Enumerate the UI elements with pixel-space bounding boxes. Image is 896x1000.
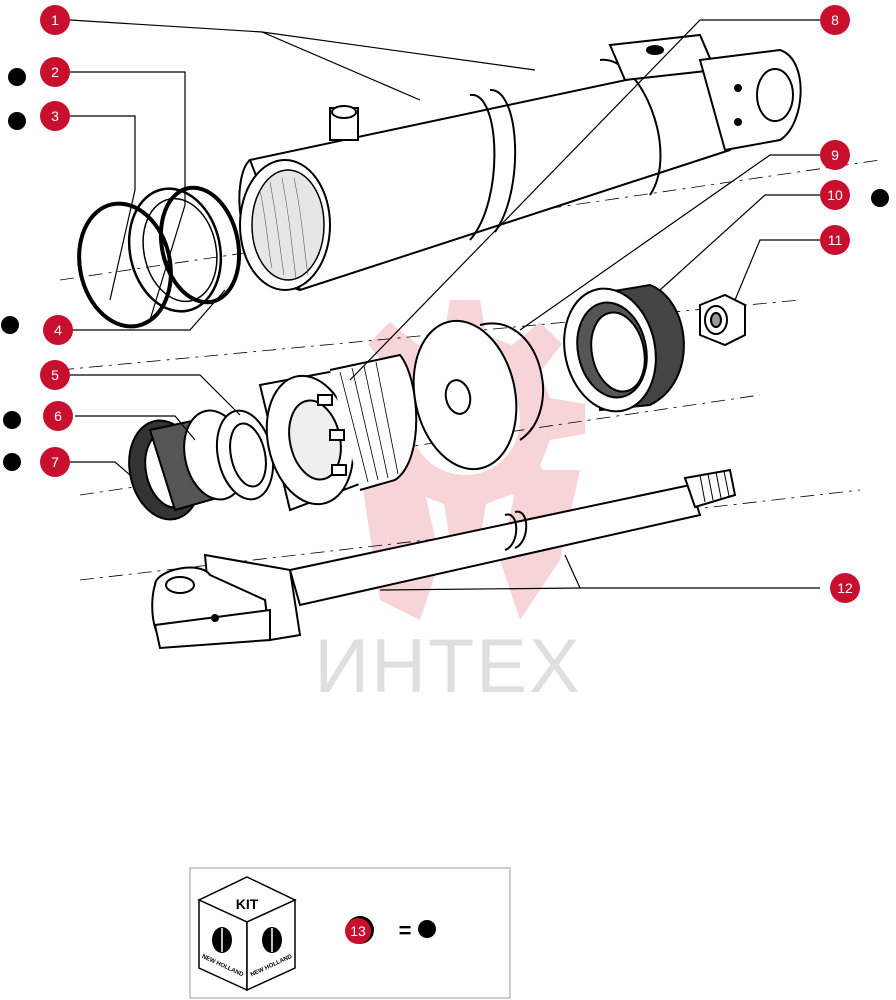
leaf-logo-icon-right [262,927,282,953]
callout-6[interactable]: 6 [3,401,73,431]
kit-legend: KIT NEW HOLLAND NEW HOLLAND 13 = [189,867,511,999]
callout-circle [43,315,73,345]
callout-label: 5 [51,367,59,383]
ring-4 [158,185,242,305]
legend-equation: 13 = [345,916,436,944]
callout-8[interactable]: 8 [820,5,850,35]
nut-11 [699,293,746,347]
leader-12 [564,554,820,589]
kit-box-title: KIT [236,896,259,912]
callout-label: 8 [831,12,839,28]
callout-circle [820,180,850,210]
callout-label: 6 [54,408,62,424]
leader-9 [519,154,820,331]
bushing-10 [563,283,685,413]
callout-circle [820,5,850,35]
watermark-text: ИНТЕХ [314,624,581,709]
callout-7[interactable]: 7 [3,447,70,477]
callout-circle [40,447,70,477]
seal-rings [77,185,242,329]
legend-callout-label: 13 [350,923,366,939]
piston-head [258,353,418,512]
leader-6 [75,415,196,441]
callout-label: 2 [51,64,59,80]
callout-circle [820,140,850,170]
kit-marker [1,316,19,334]
callout-circle [40,5,70,35]
barrel-eye-hole [756,68,794,122]
leader-12b [379,587,581,591]
leader-lines [69,19,820,591]
callout-9[interactable]: 9 [820,140,850,170]
leader-11 [734,239,820,301]
callout-circle [40,101,70,131]
axis-line-piston [79,394,761,496]
kit-box-icon: KIT NEW HOLLAND NEW HOLLAND [197,876,297,992]
callouts: 1 2 3 4 5 6 7 [1,5,889,603]
kit-marker [871,189,889,207]
kit-marker [3,453,21,471]
leader-3 [70,115,136,301]
piston-rod [151,468,737,650]
ring-2 [127,187,223,313]
cylinder-barrel [238,33,802,292]
callout-circle [40,360,70,390]
kit-marker-legend [418,920,436,938]
leader-1 [69,19,421,101]
callout-label: 10 [827,187,843,203]
leader-8 [349,19,820,381]
kit-marker [3,411,21,429]
callout-circle [830,573,860,603]
leader-2 [70,71,186,321]
callout-label: 4 [54,322,62,338]
leader-4 [70,289,226,331]
callout-1[interactable]: 1 [40,5,70,35]
leader-7 [70,461,131,476]
leader-1b [261,31,536,71]
kit-marker [8,68,26,86]
callout-5[interactable]: 5 [40,360,70,390]
callout-label: 3 [51,108,59,124]
callout-label: 1 [51,12,59,28]
leader-5 [70,374,241,416]
callout-label: 7 [51,454,59,470]
leaf-logo-icon-left [212,927,232,953]
callout-label: 11 [828,232,843,248]
legend-callout-circle [345,918,371,944]
callout-3[interactable]: 3 [8,101,70,131]
piston-assembly [128,353,418,521]
callout-circle [43,401,73,431]
callout-10[interactable]: 10 [820,180,889,210]
callout-2[interactable]: 2 [8,57,70,87]
legend-equals: = [399,918,412,943]
callout-label: 12 [837,580,853,596]
callout-11[interactable]: 11 [820,225,850,255]
callout-circle [820,225,850,255]
kit-marker [8,112,26,130]
callout-4[interactable]: 4 [1,315,73,345]
washer-9 [412,319,544,471]
callout-label: 9 [831,147,839,163]
callout-circle [40,57,70,87]
leader-10 [659,194,820,291]
callout-12[interactable]: 12 [830,573,860,603]
